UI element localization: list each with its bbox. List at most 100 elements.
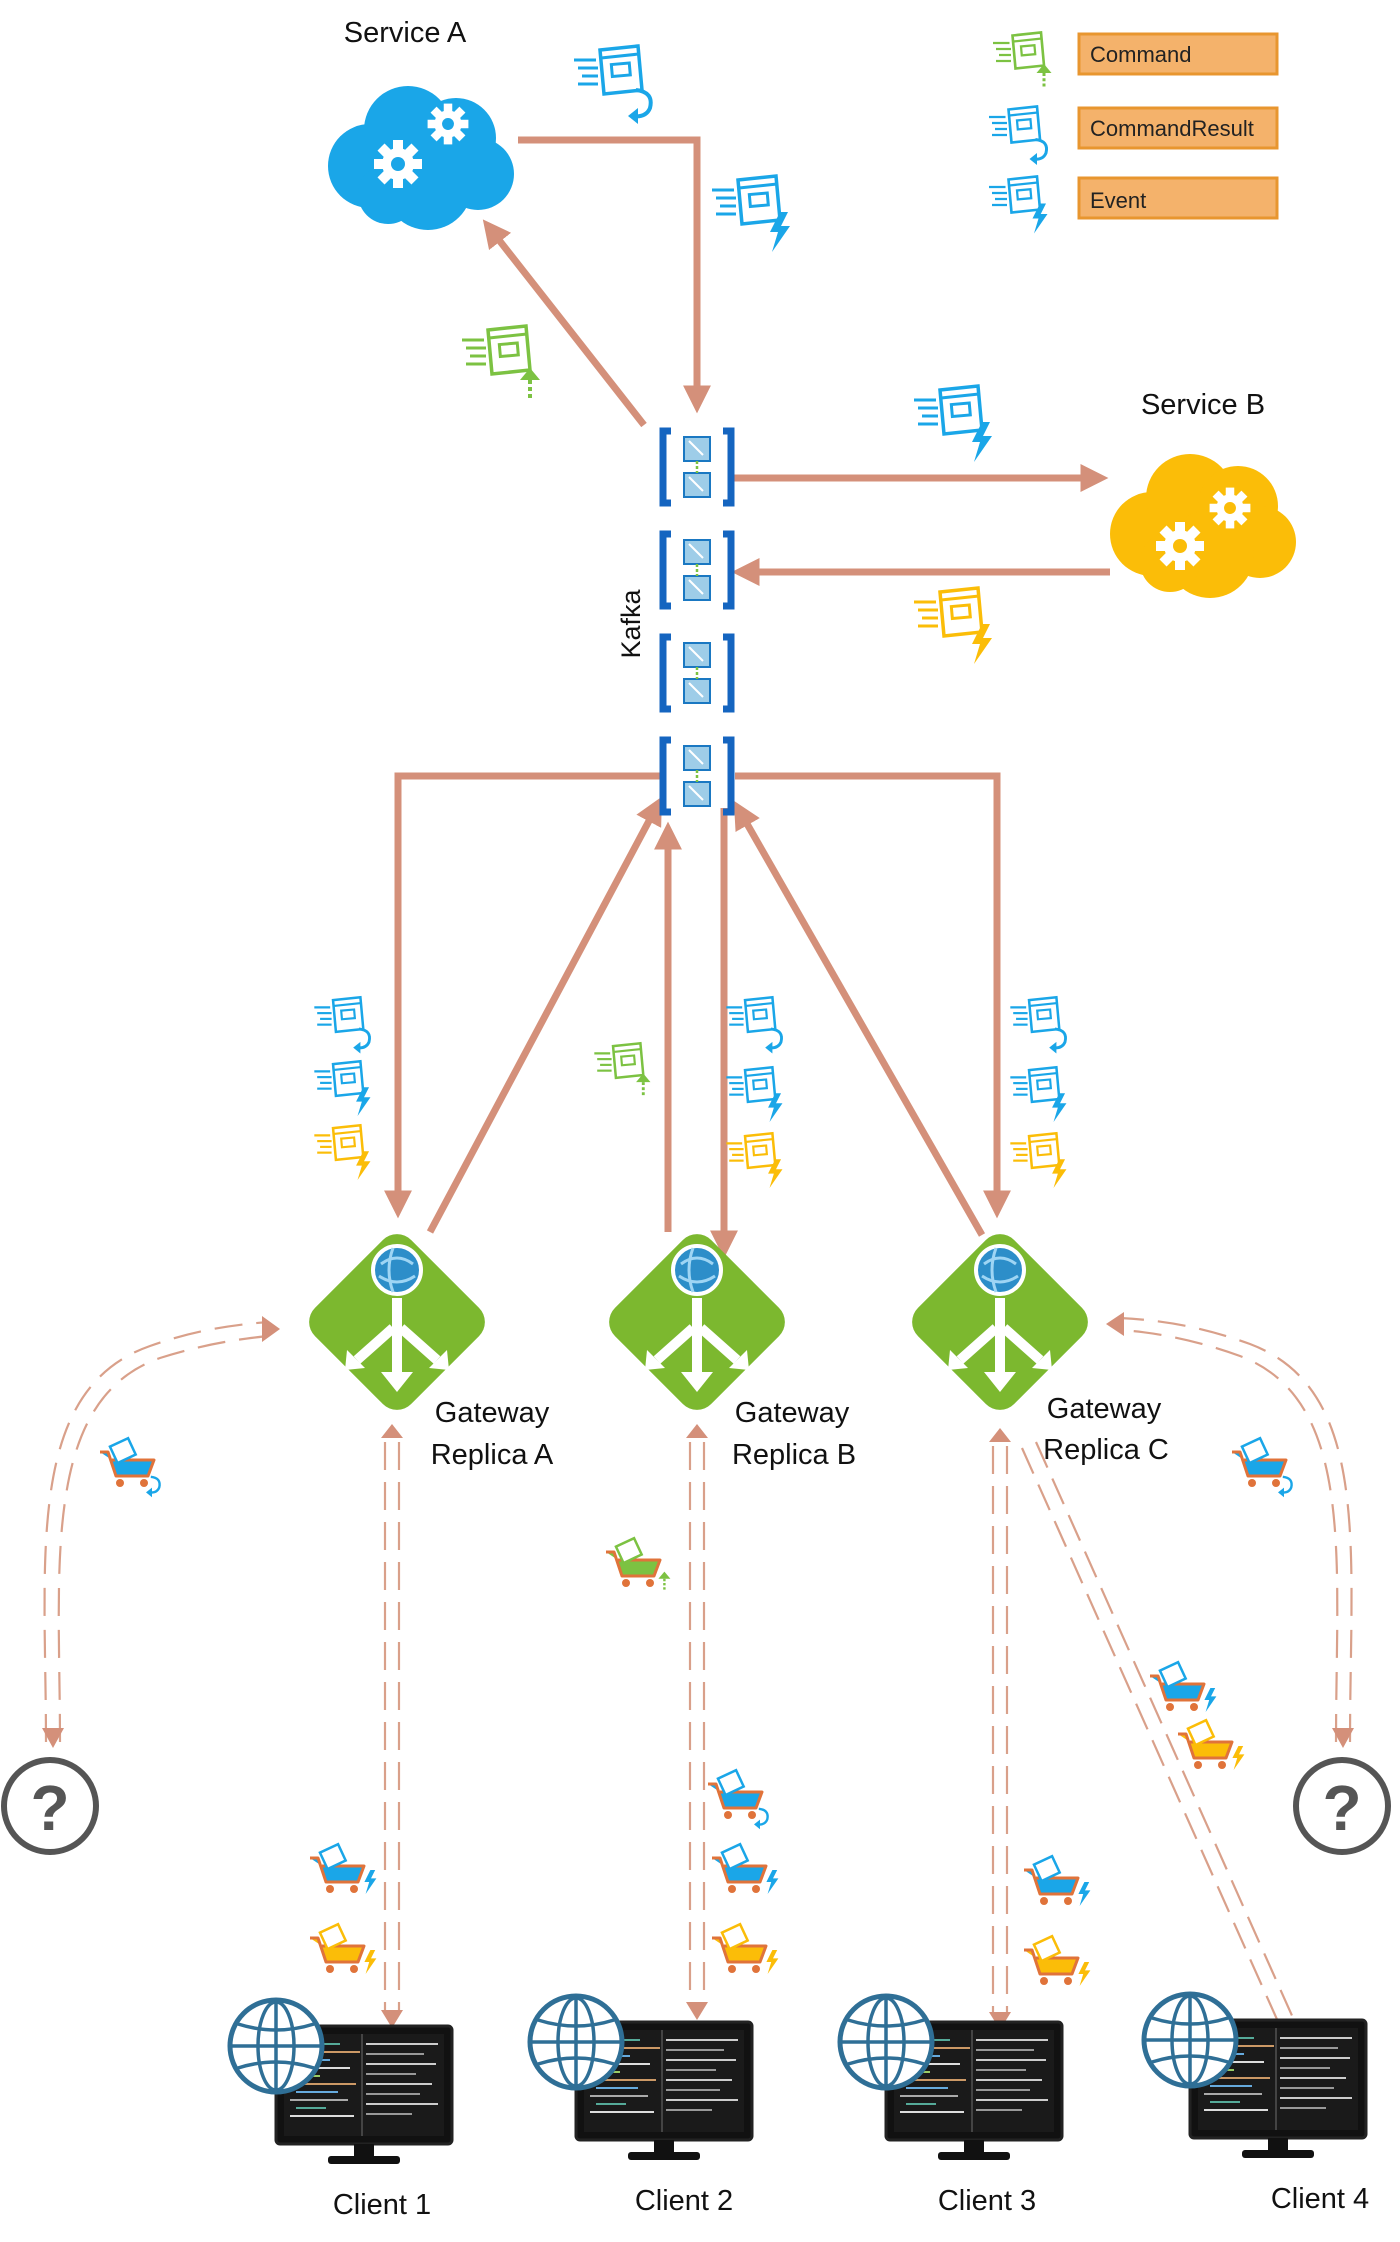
gateway-replica-c: Gateway Replica C bbox=[904, 1226, 1169, 1466]
dashed-client-1 bbox=[381, 1424, 403, 2028]
legend-event: Event bbox=[987, 175, 1279, 234]
gear-icon bbox=[1209, 487, 1251, 529]
service-a-cloud bbox=[328, 86, 514, 230]
event-message-icon bbox=[1009, 1132, 1067, 1188]
gear-icon bbox=[427, 103, 469, 145]
legend-command-label: Command bbox=[1090, 42, 1191, 67]
commandresult-message-icon bbox=[572, 44, 653, 126]
command-cart-icon bbox=[604, 1536, 672, 1593]
commandresult-message-icon bbox=[1009, 996, 1068, 1055]
kafka-partition bbox=[663, 431, 731, 503]
dashed-curve-right bbox=[1106, 1312, 1354, 1748]
arrow-kafka-to-gateway-c bbox=[735, 772, 1011, 1219]
gateway-icon bbox=[904, 1226, 1096, 1418]
kafka-connections bbox=[384, 136, 1110, 1259]
legend-event-box bbox=[1077, 176, 1279, 220]
event-message-icon bbox=[710, 174, 790, 252]
kafka-broker: Kafka bbox=[616, 431, 731, 812]
gear-icon bbox=[1156, 522, 1204, 570]
client-1-label: Client 1 bbox=[333, 2189, 431, 2221]
client-2: Client 2 bbox=[530, 1996, 752, 2217]
gateway-icon bbox=[301, 1226, 493, 1418]
event-cart-icon bbox=[308, 1922, 377, 1975]
arrow-gateway-a-to-kafka bbox=[426, 796, 662, 1234]
arrow-kafka-to-service-a bbox=[482, 219, 647, 428]
service-a-label: Service A bbox=[344, 17, 467, 49]
event-cart-icon bbox=[1022, 1854, 1091, 1907]
service-b-cloud bbox=[1110, 454, 1296, 598]
gateway-a-line2: Replica A bbox=[431, 1439, 554, 1471]
command-message-icon bbox=[460, 324, 542, 402]
gateway-b-line2: Replica B bbox=[732, 1439, 856, 1471]
gateway-a-line1: Gateway bbox=[435, 1397, 550, 1429]
gateway-replica-a: Gateway Replica A bbox=[301, 1226, 554, 1471]
unknown-client-right: ? bbox=[1296, 1760, 1388, 1852]
gateway-icon bbox=[601, 1226, 793, 1418]
monitor-icon bbox=[840, 1996, 1062, 2160]
legend-command-box bbox=[1077, 32, 1279, 76]
event-cart-icon bbox=[1176, 1718, 1245, 1771]
monitor-icon bbox=[530, 1996, 752, 2160]
question-mark-right: ? bbox=[1322, 1772, 1361, 1844]
legend: Command CommandResult Event bbox=[987, 31, 1279, 234]
kafka-partition bbox=[663, 637, 731, 709]
kafka-label: Kafka bbox=[616, 588, 646, 658]
commandresult-message-icon bbox=[725, 996, 784, 1055]
client-connections bbox=[42, 1312, 1354, 2074]
legend-event-label: Event bbox=[1090, 188, 1146, 213]
cart-icons bbox=[98, 1436, 1293, 1987]
event-message-icon bbox=[912, 384, 992, 462]
dashed-client-2 bbox=[686, 1424, 708, 2020]
event-cart-icon bbox=[710, 1842, 779, 1895]
gateway-replica-b: Gateway Replica B bbox=[601, 1226, 856, 1471]
client-3-label: Client 3 bbox=[938, 2185, 1036, 2217]
event-cart-icon bbox=[1148, 1660, 1217, 1713]
event-message-icon bbox=[725, 1132, 783, 1188]
command-message-icon bbox=[991, 31, 1053, 90]
event-cart-icon bbox=[1022, 1934, 1091, 1987]
legend-commandresult-box bbox=[1077, 106, 1279, 150]
client-3: Client 3 bbox=[840, 1996, 1062, 2217]
client-4-label: Client 4 bbox=[1271, 2183, 1369, 2215]
arrow-gateway-c-to-kafka bbox=[733, 800, 986, 1237]
commandresult-message-icon bbox=[987, 105, 1049, 167]
message-icons-middle bbox=[313, 996, 1068, 1188]
client-4: Client 4 bbox=[1144, 1994, 1369, 2215]
gateway-b-line1: Gateway bbox=[735, 1397, 850, 1429]
commandresult-cart-icon bbox=[98, 1436, 161, 1499]
event-message-icon bbox=[313, 1060, 371, 1116]
unknown-client-left: ? bbox=[4, 1760, 96, 1852]
commandresult-cart-icon bbox=[706, 1768, 769, 1831]
service-a: Service A bbox=[328, 17, 514, 230]
command-message-icon bbox=[593, 1042, 652, 1099]
legend-commandresult-label: CommandResult bbox=[1090, 116, 1254, 141]
arrow-service-a-to-kafka bbox=[518, 136, 711, 414]
question-mark-left: ? bbox=[30, 1772, 69, 1844]
monitor-icon bbox=[1144, 1994, 1366, 2158]
event-message-icon bbox=[725, 1066, 783, 1122]
commandresult-cart-icon bbox=[1230, 1436, 1293, 1499]
legend-commandresult: CommandResult bbox=[987, 105, 1279, 167]
event-message-icon bbox=[912, 586, 992, 664]
gear-icon bbox=[374, 140, 422, 188]
event-message-icon bbox=[987, 175, 1048, 234]
arrow-kafka-to-gateway-a bbox=[384, 772, 663, 1219]
gateway-c-line2: Replica C bbox=[1043, 1434, 1169, 1466]
event-cart-icon bbox=[710, 1922, 779, 1975]
event-message-icon bbox=[1009, 1066, 1067, 1122]
gateway-c-line1: Gateway bbox=[1047, 1393, 1162, 1425]
monitor-icon bbox=[230, 2000, 452, 2164]
client-2-label: Client 2 bbox=[635, 2185, 733, 2217]
client-1: Client 1 bbox=[230, 2000, 452, 2221]
legend-command: Command bbox=[991, 31, 1279, 90]
service-b-label: Service B bbox=[1141, 389, 1265, 421]
dashed-client-3 bbox=[989, 1428, 1011, 2030]
event-message-icon bbox=[313, 1124, 371, 1180]
kafka-partition bbox=[663, 534, 731, 606]
dashed-curve-left bbox=[42, 1316, 280, 1748]
service-b: Service B bbox=[1110, 389, 1296, 598]
event-cart-icon bbox=[308, 1842, 377, 1895]
commandresult-message-icon bbox=[313, 996, 372, 1055]
kafka-partition bbox=[663, 740, 731, 812]
